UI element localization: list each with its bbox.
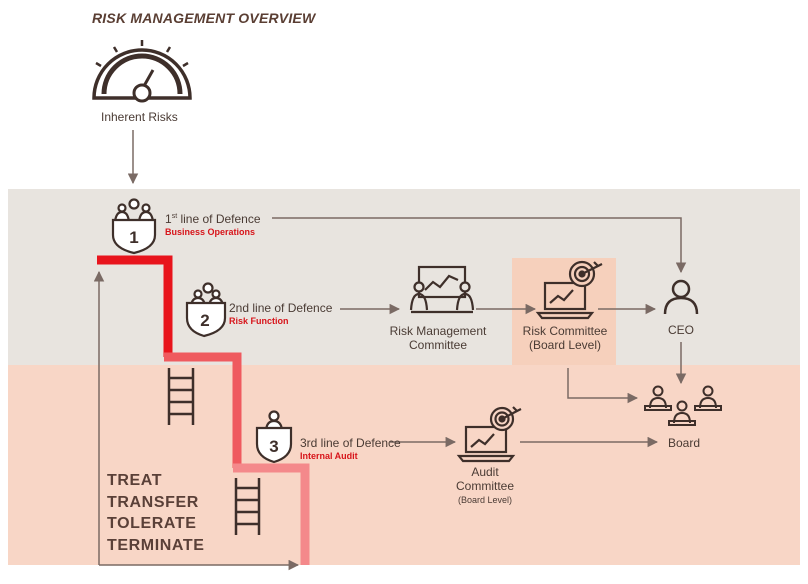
audit-label-line3: (Board Level): [457, 495, 513, 505]
ladder-icon: [234, 478, 261, 535]
rmc-label-line1: Risk Management: [389, 324, 487, 338]
strategy-item: TREAT: [107, 472, 163, 489]
strategy-item: TERMINATE: [107, 536, 205, 554]
ladder-icon: [167, 368, 195, 425]
board-label: Board: [667, 436, 701, 450]
first-line-label: 1st line of Defence Business Operations: [165, 212, 261, 237]
first-line-number-text: 1: [165, 212, 172, 226]
third-line-label: 3rd line of Defence Internal Audit: [300, 436, 401, 461]
audit-label: Audit Committee (Board Level): [440, 465, 530, 507]
first-line-sub: Business Operations: [165, 227, 256, 237]
rc-label: Risk Committee (Board Level): [510, 324, 620, 352]
rc-label-line1: Risk Committee: [522, 324, 608, 338]
feedback-loop-arrow: [93, 270, 300, 571]
inherent-risks-label: Inherent Risks: [101, 110, 178, 124]
first-line-text: line of Defence: [177, 212, 261, 226]
third-line-sub: Internal Audit: [300, 451, 358, 461]
rmc-label: Risk Management Committee: [378, 324, 498, 352]
risk-response-strategies: TREAT TRANSFER TOLERATE TERMINATE: [107, 470, 205, 556]
ceo-label: CEO: [667, 323, 694, 337]
second-line-sub: Risk Function: [229, 316, 289, 326]
strategy-item: TRANSFER: [107, 493, 199, 511]
meeting-icon: [409, 265, 475, 314]
second-line-label: 2nd line of Defence Risk Function: [229, 301, 332, 326]
arrow-first-line-to-ceo: [272, 217, 687, 274]
shield-team-icon: 2: [185, 282, 227, 338]
laptop-target-icon: [535, 260, 603, 320]
rc-label-line2: (Board Level): [528, 338, 602, 352]
shield-number: 3: [269, 437, 278, 456]
third-line-text: 3rd line of Defence: [300, 436, 401, 450]
gauge-icon: [92, 40, 192, 103]
audit-label-line2: Committee: [455, 479, 514, 493]
audit-label-line1: Audit: [471, 465, 499, 479]
shield-person-icon: 3: [255, 410, 293, 464]
person-icon: [663, 279, 699, 315]
laptop-target-icon: [456, 406, 522, 463]
second-line-text: 2nd line of Defence: [229, 301, 333, 315]
defence-staircase: [97, 255, 310, 565]
arrow-rc-to-board: [567, 368, 639, 404]
page-title: RISK MANAGEMENT OVERVIEW: [92, 10, 316, 26]
shield-team-icon: 1: [111, 198, 157, 255]
third-line-band: [8, 365, 800, 565]
rmc-label-line2: Committee: [408, 338, 467, 352]
first-line-ordinal: st: [171, 213, 178, 220]
shield-number: 1: [129, 228, 138, 247]
strategy-item: TOLERATE: [107, 515, 197, 532]
board-group-icon: [644, 385, 722, 426]
shield-number: 2: [200, 311, 209, 330]
